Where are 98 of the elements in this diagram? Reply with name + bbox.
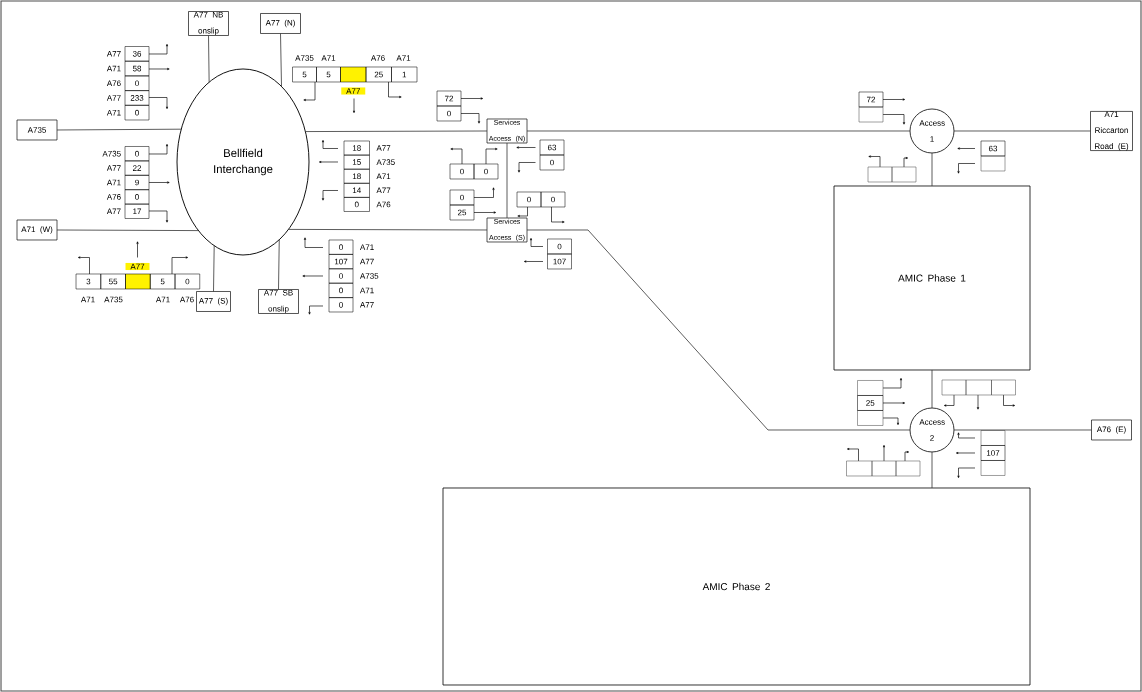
count-cell: 0	[328, 268, 354, 284]
count-cell: 17	[124, 203, 150, 219]
count-cell: 14	[343, 183, 370, 198]
site-box: AMIC Phase 1	[833, 185, 1031, 371]
count-cell: 0	[436, 105, 462, 122]
road-label: A71	[359, 287, 374, 294]
count-cell: 0	[328, 239, 354, 255]
road-line	[526, 229, 911, 431]
road-label: A735	[104, 296, 123, 303]
road-line	[278, 239, 280, 290]
road-label: A71	[80, 296, 95, 303]
count-cell: 25	[449, 204, 475, 221]
road-line	[213, 245, 215, 292]
count-cell: 233	[124, 90, 150, 106]
count-cell: 36	[124, 46, 150, 62]
road-label: A71	[321, 55, 336, 61]
road-line	[953, 130, 1091, 132]
road-label: A76	[376, 201, 391, 208]
road-line	[953, 429, 1092, 431]
count-cell: 0	[449, 163, 475, 180]
road-end-box: A77 (N)	[260, 13, 301, 34]
road-line	[931, 152, 933, 187]
road-line	[931, 451, 933, 489]
road-label: A77	[106, 95, 121, 101]
road-line	[56, 229, 199, 231]
count-cell: 3	[75, 273, 102, 290]
count-cell: 0	[124, 105, 150, 121]
count-cell: 63	[980, 140, 1006, 157]
count-cell: 0	[124, 75, 150, 91]
count-cell: 0	[343, 197, 370, 212]
road-label: A77	[106, 51, 121, 57]
road-label: A735	[102, 150, 121, 157]
site-box: AMIC Phase 2	[442, 487, 1031, 686]
count-cell: 25	[857, 395, 884, 411]
count-cell: 0	[124, 146, 150, 162]
count-cell: 58	[124, 60, 150, 77]
count-cell: 0	[547, 238, 572, 255]
road-end-box: A76 (E)	[1091, 419, 1132, 441]
count-cell: 63	[539, 139, 565, 156]
road-line	[506, 142, 508, 219]
count-cell: 5	[316, 66, 341, 83]
road-end-box: A735	[16, 119, 58, 141]
count-cell: 0	[449, 189, 475, 206]
count-cell: 0	[540, 191, 566, 208]
road-end-box: A77 NB onslip	[188, 11, 229, 36]
road-label: A76	[106, 194, 121, 200]
road-label: A735	[359, 273, 379, 279]
count-cell: 0	[473, 163, 499, 180]
road-label: A71	[359, 244, 374, 250]
highlight-label: A77	[125, 262, 150, 271]
count-cell: 0	[516, 191, 542, 208]
road-end-box: A71 (W)	[16, 219, 58, 241]
road-label: A77	[376, 187, 391, 194]
road-line	[305, 130, 488, 132]
count-cell: 5	[150, 273, 176, 290]
road-line	[56, 128, 182, 131]
count-cell: 0	[328, 282, 354, 298]
count-cell: 18	[343, 140, 370, 156]
road-label: A71	[396, 55, 411, 61]
road-line	[526, 130, 911, 132]
count-cell: 107	[547, 253, 572, 270]
road-end-box: A77 SB onslip	[258, 289, 299, 314]
count-cell: 0	[174, 273, 201, 290]
road-label: A735	[376, 159, 395, 165]
count-cell: 55	[100, 273, 126, 290]
road-label: A71	[376, 173, 391, 179]
count-cell: 72	[436, 90, 462, 107]
count-cell: 72	[858, 91, 884, 108]
count-cell: 0	[328, 297, 354, 313]
road-label: A77	[106, 208, 121, 215]
count-cell: 22	[124, 160, 150, 176]
count-cell: 0	[124, 189, 150, 205]
road-end-box: A77 (S)	[196, 291, 231, 312]
road-label: A77	[359, 258, 374, 265]
count-cell: 18	[343, 168, 370, 184]
count-cell: 25	[365, 66, 392, 83]
road-label: A76	[106, 80, 121, 87]
road-label: A71	[155, 296, 170, 303]
highlight-label: A77	[341, 87, 366, 95]
count-cell: 9	[124, 175, 150, 190]
count-cell: 1	[391, 66, 418, 83]
road-line	[288, 229, 488, 231]
road-label: A71	[106, 179, 121, 186]
road-label: A77	[359, 302, 374, 308]
road-label: A71	[106, 109, 121, 116]
count-cell: 107	[328, 254, 354, 270]
road-label: A77	[106, 165, 121, 171]
count-cell: 107	[980, 445, 1006, 461]
road-label: A77	[376, 145, 391, 151]
road-line	[931, 369, 933, 409]
road-label: A735	[295, 55, 314, 61]
count-cell: 5	[292, 66, 317, 83]
road-label: A71	[106, 65, 121, 72]
count-cell: 15	[343, 154, 370, 170]
road-line	[208, 35, 210, 83]
road-end-box: A71 Riccarton Road (E)	[1090, 111, 1133, 151]
road-label: A76	[370, 55, 385, 61]
count-cell: 0	[539, 154, 565, 171]
